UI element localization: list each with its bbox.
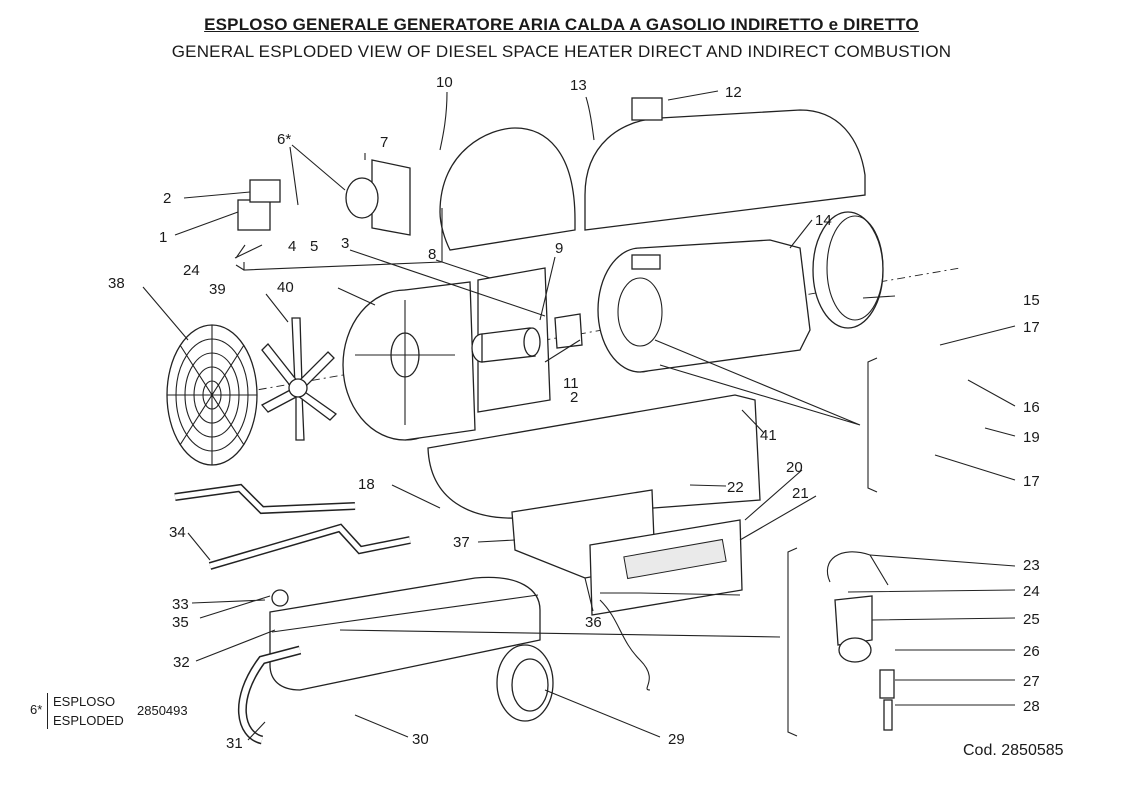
label-part-21: 21 xyxy=(792,485,809,502)
label-part-25: 25 xyxy=(1023,611,1040,628)
document-code: Cod. 2850585 xyxy=(963,742,1064,759)
burner-group-bracket xyxy=(243,208,443,271)
label-part-24-top: 24 xyxy=(183,262,200,279)
label-part-35: 35 xyxy=(172,614,189,631)
label-part-17-top: 17 xyxy=(1023,319,1040,336)
rear-ring xyxy=(812,211,884,329)
trolley-frame-inner xyxy=(239,647,301,743)
diagram-title-english: GENERAL ESPLODED VIEW OF DIESEL SPACE HE… xyxy=(171,42,952,61)
fuel-pump xyxy=(554,313,583,349)
upper-cover-rear xyxy=(584,97,866,231)
label-part-2b: 2 xyxy=(570,389,578,406)
fuel-filter-assembly xyxy=(827,551,895,731)
label-part-16: 16 xyxy=(1023,399,1040,416)
footnote-line-italian: ESPLOSO xyxy=(53,694,116,709)
fan-blade xyxy=(260,317,338,441)
label-part-19: 19 xyxy=(1023,429,1040,446)
control-board xyxy=(623,538,727,580)
lower-shell xyxy=(427,394,761,519)
upper-cover-front xyxy=(439,127,576,251)
label-part-18: 18 xyxy=(358,476,375,493)
footnote-code: 2850493 xyxy=(137,703,188,718)
filter-bracket xyxy=(787,547,798,737)
label-part-4: 4 xyxy=(288,238,296,255)
label-part-24-bottom: 24 xyxy=(1023,583,1040,600)
handle-tube-inner xyxy=(174,485,356,513)
combustion-chamber xyxy=(597,239,811,373)
label-part-34: 34 xyxy=(169,524,186,541)
footnote-marker: 6* xyxy=(30,702,43,717)
label-part-2: 2 xyxy=(163,190,171,207)
fuel-tank xyxy=(269,576,541,691)
label-part-17-bottom: 17 xyxy=(1023,473,1040,490)
label-part-26: 26 xyxy=(1023,643,1040,660)
label-part-30: 30 xyxy=(412,731,429,748)
label-part-8: 8 xyxy=(428,246,436,263)
label-part-12: 12 xyxy=(725,84,742,101)
label-part-13: 13 xyxy=(570,77,587,94)
label-part-29: 29 xyxy=(668,731,685,748)
label-part-38: 38 xyxy=(108,275,125,292)
label-part-41: 41 xyxy=(760,427,777,444)
handle-lower-inner xyxy=(209,525,411,569)
label-part-31: 31 xyxy=(226,735,243,752)
label-part-36: 36 xyxy=(585,614,602,631)
label-part-33: 33 xyxy=(172,596,189,613)
wheel xyxy=(496,644,554,722)
label-part-37: 37 xyxy=(453,534,470,551)
fan-shroud xyxy=(342,281,476,441)
label-part-9: 9 xyxy=(555,240,563,257)
label-part-27: 27 xyxy=(1023,673,1040,690)
label-part-1: 1 xyxy=(159,229,167,246)
label-part-11: 11 xyxy=(563,375,579,392)
label-part-7: 7 xyxy=(380,134,388,151)
label-part-15: 15 xyxy=(1023,292,1040,309)
label-part-10: 10 xyxy=(436,74,453,91)
label-part-40: 40 xyxy=(277,279,294,296)
diagram-title-italian: ESPLOSO GENERALE GENERATORE ARIA CALDA A… xyxy=(204,15,919,34)
label-part-14: 14 xyxy=(815,212,832,229)
sensor-bracket xyxy=(867,357,878,493)
label-part-22: 22 xyxy=(727,479,744,496)
footnote-line-english: ESPLODED xyxy=(53,713,124,728)
motor xyxy=(471,327,541,363)
label-part-6: 6* xyxy=(277,131,291,148)
footnote-divider xyxy=(47,693,48,729)
label-part-39: 39 xyxy=(209,281,226,298)
label-part-32: 32 xyxy=(173,654,190,671)
label-part-23: 23 xyxy=(1023,557,1040,574)
fan-guard xyxy=(166,324,258,466)
burner-group xyxy=(237,159,411,236)
label-part-28: 28 xyxy=(1023,698,1040,715)
label-part-20: 20 xyxy=(786,459,803,476)
label-part-3: 3 xyxy=(341,235,349,252)
label-part-5: 5 xyxy=(310,238,318,255)
